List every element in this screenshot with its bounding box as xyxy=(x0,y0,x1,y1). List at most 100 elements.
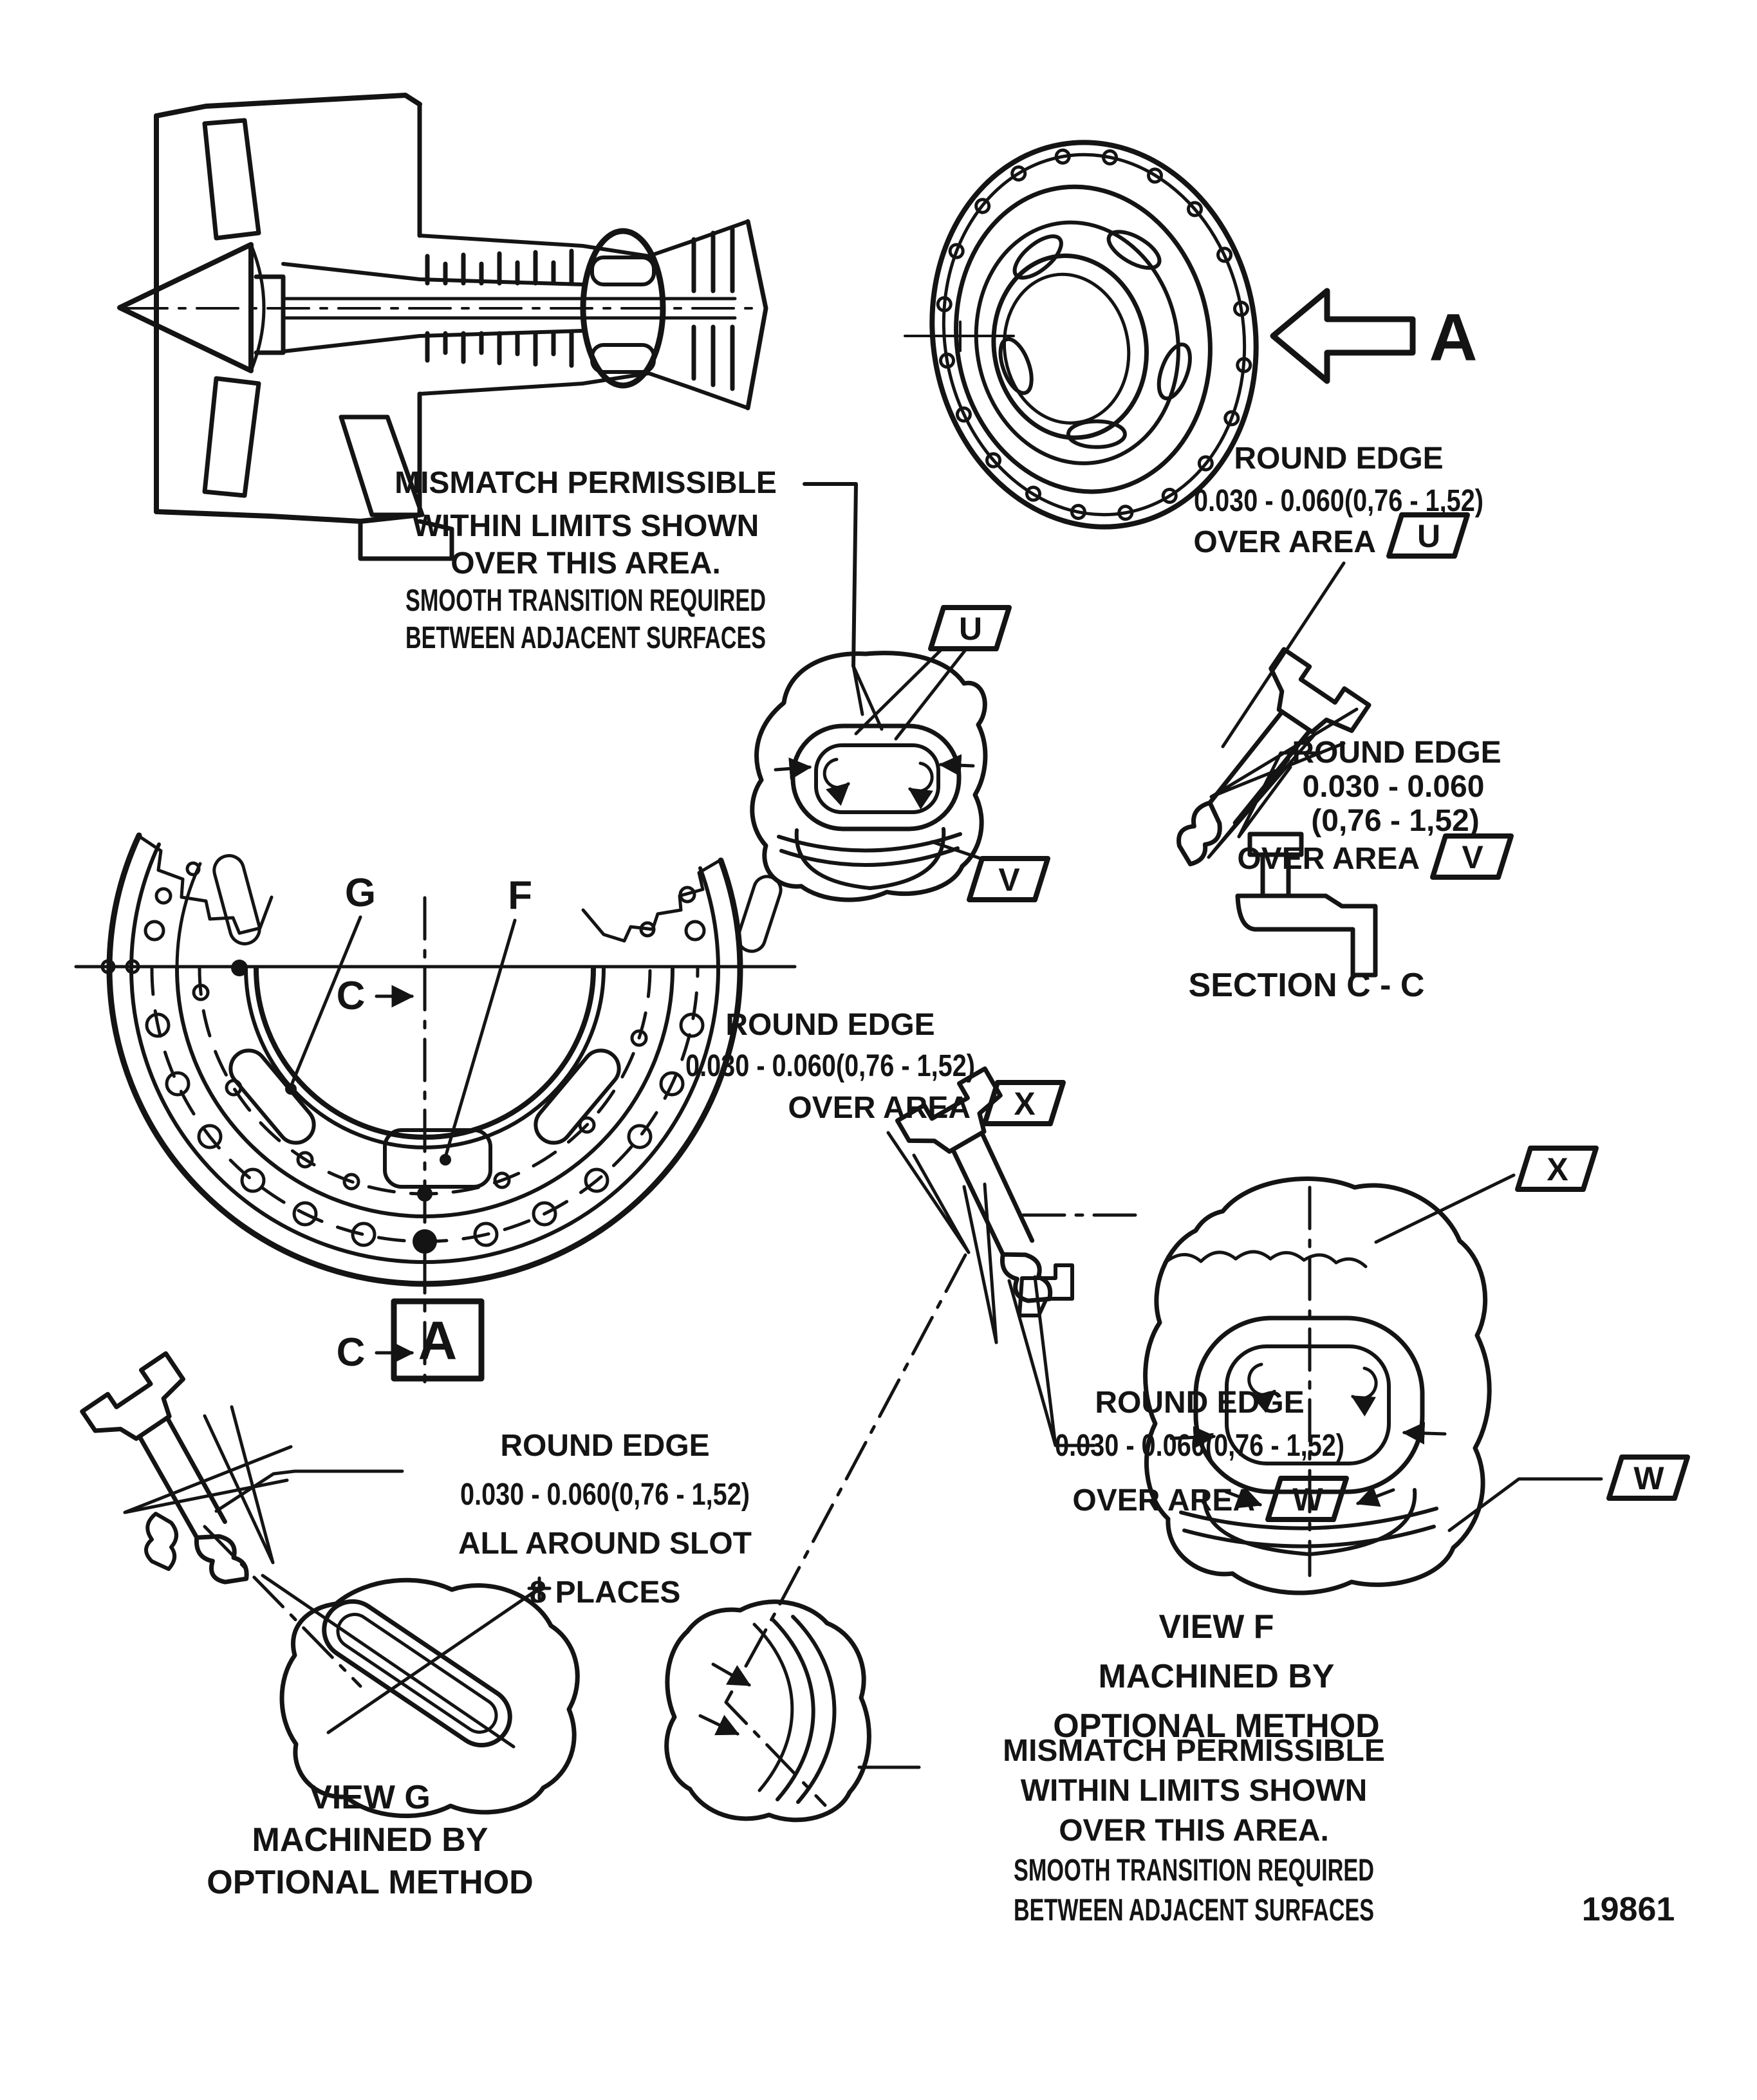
datum-dash-line xyxy=(724,1253,967,1807)
rail-bulb xyxy=(1247,832,1304,857)
seam-line xyxy=(1179,1507,1438,1530)
inner-bolt-holes xyxy=(100,861,706,1191)
caption-line: MACHINED BY xyxy=(252,1821,488,1859)
flag-letter: U xyxy=(1417,518,1440,554)
area-flag-w-inline: W xyxy=(1268,1478,1346,1519)
flag-leader xyxy=(930,840,983,860)
note-line: WITHIN LIMITS SHOWN xyxy=(1021,1774,1368,1808)
break-line-right xyxy=(581,858,723,943)
area-flag-x-inline: X xyxy=(985,1083,1063,1124)
slot-outer xyxy=(322,1599,512,1748)
rim-extension xyxy=(106,832,142,972)
area-flag-u-view: U xyxy=(931,608,1009,649)
outer-rim-arc xyxy=(106,965,743,1287)
leader-line xyxy=(289,915,362,1088)
seam-line xyxy=(777,832,962,853)
caption-section-cc: SECTION C - C xyxy=(1189,967,1425,1004)
fan-disk-location-ellipse xyxy=(580,228,666,389)
exhaust-cone xyxy=(745,219,768,411)
edge-spike-arrow-icon xyxy=(123,1445,293,1514)
web-slot-left xyxy=(228,1048,316,1145)
caption-line: MACHINED BY xyxy=(1099,1658,1335,1695)
rim-extension xyxy=(698,866,720,971)
caption-line: OPTIONAL METHOD xyxy=(1053,1707,1379,1745)
rim-extension xyxy=(129,842,161,971)
note-line: MISMATCH PERMISSIBLE xyxy=(395,466,777,500)
patch-outline xyxy=(750,651,988,902)
rim-arc xyxy=(129,967,720,1264)
edge-spike-arrow-icon xyxy=(886,1131,971,1254)
edge-spike-arrow-icon xyxy=(1209,707,1359,799)
patch-outline xyxy=(279,1577,580,1818)
caption-view-f: VIEW F MACHINED BY OPTIONAL METHOD xyxy=(1053,1608,1379,1745)
f-pocket xyxy=(383,1128,492,1189)
hub-ring xyxy=(974,220,1180,465)
nacelle-bottom xyxy=(154,509,422,524)
flag-letter: X xyxy=(1014,1086,1035,1122)
web-arc xyxy=(175,967,674,1218)
combustor-lower xyxy=(590,343,656,374)
note-line: WITHIN LIMITS SHOWN xyxy=(413,509,759,543)
view-direction-a: A xyxy=(1270,288,1478,384)
leader-fork xyxy=(851,664,884,731)
index-bolt-hole-filled xyxy=(413,1229,437,1254)
mismatch-arrow-icon xyxy=(1169,1426,1216,1449)
label-section-c-lower: C xyxy=(337,1330,366,1375)
mismatch-arrow-icon xyxy=(1402,1422,1447,1445)
bore-arc xyxy=(254,966,596,1140)
label-feature-f: F xyxy=(508,873,532,918)
note-line: MISMATCH PERMISSIBLE xyxy=(1003,1734,1385,1768)
disk-front-view xyxy=(904,140,1259,530)
lower-band xyxy=(794,827,946,890)
note-round-edge-v: ROUND EDGE 0.030 - 0.060 (0,76 - 1,52) O… xyxy=(1237,736,1511,877)
combustor-upper xyxy=(590,256,656,286)
note-round-edge-slot: ROUND EDGE 0.030 - 0.060(0,76 - 1,52) AL… xyxy=(458,1429,752,1610)
leader-line xyxy=(803,482,858,668)
note-mismatch-top: MISMATCH PERMISSIBLE WITHIN LIMITS SHOWN… xyxy=(395,466,884,731)
flag-leader xyxy=(854,648,967,741)
flag-leader xyxy=(1374,1173,1516,1244)
note-round-edge-x: ROUND EDGE 0.030 - 0.060(0,76 - 1,52) OV… xyxy=(685,1008,1063,1125)
area-flag-x-view: X xyxy=(1518,1148,1596,1189)
detail-view-uv: U V xyxy=(750,608,1048,902)
datum-cross-line xyxy=(326,1576,552,1734)
note-line: SMOOTH TRANSITION REQUIRED xyxy=(405,584,766,618)
index-hole-filled xyxy=(417,1186,432,1202)
mount-bracket xyxy=(358,519,454,561)
note-line: ROUND EDGE xyxy=(725,1008,934,1042)
flag-letter: V xyxy=(1462,839,1483,875)
flag-letter: U xyxy=(959,611,982,647)
note-line: OVER AREA xyxy=(788,1091,971,1125)
patch-outline xyxy=(664,1599,871,1823)
web-slot-upper-right xyxy=(736,875,783,953)
spinner-base xyxy=(249,243,266,373)
caption-line: VIEW F xyxy=(1158,1608,1274,1646)
note-line: ROUND EDGE xyxy=(1292,736,1501,770)
area-flag-v-inline: V xyxy=(1433,836,1511,877)
flag-letter: W xyxy=(1633,1460,1664,1496)
flag-letter: V xyxy=(998,862,1020,898)
compressor-blades-upper xyxy=(425,248,574,286)
flag-leader xyxy=(1447,1477,1603,1532)
label-section-c-upper: C xyxy=(337,974,366,1018)
view-identifier-box xyxy=(391,1298,485,1382)
leader-wedge xyxy=(1237,751,1323,839)
rim-bolt-holes xyxy=(936,148,1252,521)
label-feature-g: G xyxy=(345,871,376,915)
note-line: 0.030 - 0.060(0,76 - 1,52) xyxy=(460,1478,750,1512)
pocket-outline xyxy=(1225,1344,1391,1465)
area-flag-v-view: V xyxy=(969,859,1048,900)
leader-line xyxy=(214,1469,404,1513)
mismatch-arrow-icon xyxy=(774,757,812,780)
label-view-arrow: A xyxy=(1429,301,1477,375)
note-line: OVER AREA xyxy=(1072,1483,1255,1518)
label-view-box: A xyxy=(418,1310,458,1371)
note-line: 0.030 - 0.060 xyxy=(1303,770,1485,804)
detail-view-g xyxy=(261,1574,580,1818)
caption-line: OPTIONAL METHOD xyxy=(207,1864,533,1901)
bolt-circle xyxy=(942,153,1247,517)
mismatch-arrow-icon xyxy=(938,754,975,777)
note-line: OVER AREA xyxy=(1193,525,1376,559)
